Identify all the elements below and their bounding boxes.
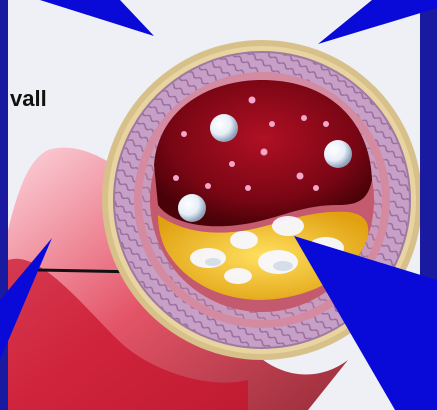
pointer-arrow-top-right <box>318 0 437 44</box>
pointer-arrow-top-left <box>40 0 154 36</box>
pointer-arrow-bottom-right <box>294 236 437 410</box>
